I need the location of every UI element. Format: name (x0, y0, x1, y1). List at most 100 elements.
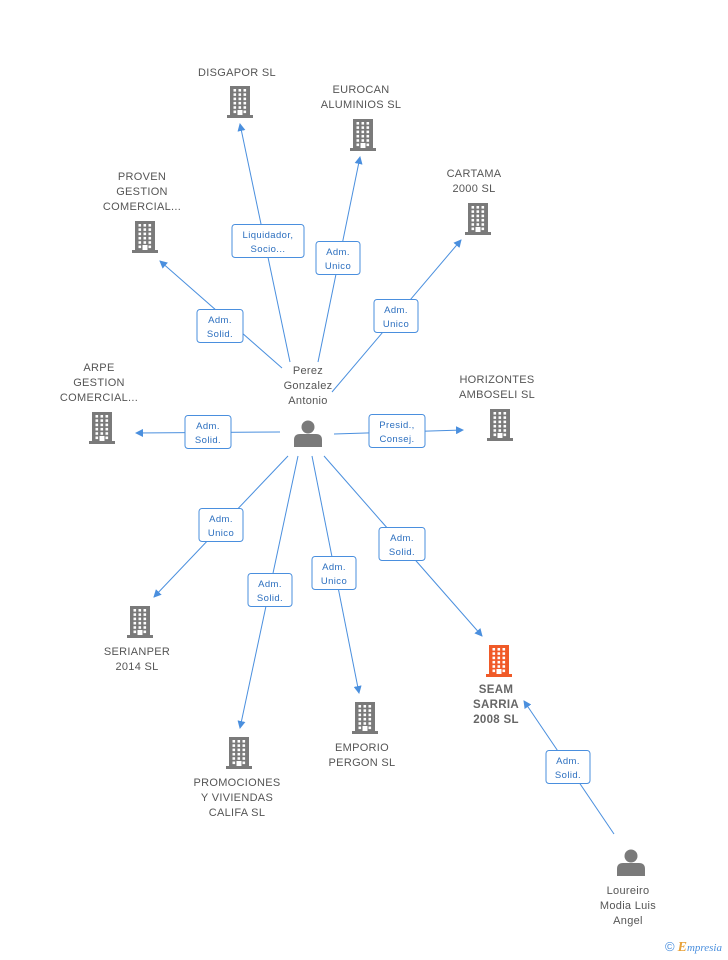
empresia-logo-text: mpresia (686, 942, 722, 954)
role-label: Unico (321, 576, 347, 587)
role-label: Adm. (322, 562, 346, 573)
node-label: AMBOSELI SL (459, 389, 535, 401)
person-icon[interactable] (294, 420, 322, 448)
building-icon[interactable] (227, 86, 253, 118)
role-label: Adm. (390, 533, 414, 544)
node-label: HORIZONTES (459, 374, 534, 386)
node-label: 2008 SL (473, 714, 519, 726)
node-label: PERGON SL (329, 757, 396, 769)
node-label: Perez (293, 365, 323, 377)
role-badge[interactable]: Adm. Solid. (196, 309, 244, 343)
node-label: GESTION (73, 377, 125, 389)
building-icon[interactable] (487, 409, 513, 441)
role-label: Adm. (326, 247, 350, 258)
edge-perez-cartama: Adm. Unico (331, 239, 462, 393)
empresia-watermark[interactable]: ©Empresia (665, 939, 722, 956)
role-label: Adm. (208, 315, 232, 326)
node-label: SERIANPER (104, 646, 170, 658)
role-label: Liquidador, (243, 230, 294, 241)
node-emporio[interactable]: EMPORIO PERGON SL (329, 702, 396, 769)
role-label: Unico (383, 319, 409, 330)
edge-perez-proven: Adm. Solid. (159, 260, 283, 369)
node-label: EMPORIO (335, 742, 389, 754)
node-label: ARPE (83, 362, 114, 374)
role-label: Solid. (555, 770, 581, 781)
node-disgapor[interactable]: DISGAPOR SL (198, 67, 276, 118)
building-icon[interactable] (89, 412, 115, 444)
node-label: EUROCAN (332, 84, 389, 96)
role-label: Adm. (258, 579, 282, 590)
focus-building-icon[interactable] (486, 645, 512, 677)
node-proven[interactable]: PROVEN GESTION COMERCIAL... (103, 171, 181, 253)
node-label: PROMOCIONES (193, 777, 280, 789)
node-label: 2014 SL (115, 661, 158, 673)
role-badge[interactable]: Adm. Solid. (545, 750, 591, 784)
role-badge[interactable]: Adm. Unico (373, 299, 419, 333)
role-label: Solid. (207, 329, 233, 340)
edges-layer: Liquidador,Socio...Adm.UnicoAdm.Solid.Ad… (135, 123, 615, 835)
role-label: Adm. (556, 756, 580, 767)
role-badge[interactable]: Adm. Unico (311, 556, 357, 590)
role-badge[interactable]: Adm. Solid. (378, 527, 426, 561)
role-badge[interactable]: Adm. Unico (315, 241, 361, 275)
node-seam[interactable]: SEAM SARRIA 2008 SL (473, 645, 519, 726)
edge-perez-promociones: Adm. Solid. (237, 455, 299, 729)
node-label: COMERCIAL... (60, 392, 138, 404)
edge-perez-seam: Adm. Solid. (323, 455, 483, 637)
node-label: PROVEN (118, 171, 166, 183)
edge-perez-arpe: Adm. Solid. (135, 415, 281, 449)
role-label: Consej. (379, 434, 414, 445)
building-icon[interactable] (226, 737, 252, 769)
node-label: COMERCIAL... (103, 201, 181, 213)
node-label: DISGAPOR SL (198, 67, 276, 79)
edge-perez-disgapor: Liquidador, Socio... (231, 123, 305, 363)
role-label: Adm. (384, 305, 408, 316)
role-badge[interactable]: Adm. Unico (198, 508, 244, 542)
node-label: Gonzalez (284, 380, 333, 392)
node-serianper[interactable]: SERIANPER 2014 SL (104, 606, 170, 673)
role-badge[interactable]: Adm. Solid. (184, 415, 232, 449)
building-icon[interactable] (350, 119, 376, 151)
role-label: Adm. (196, 421, 220, 432)
building-icon[interactable] (352, 702, 378, 734)
role-badge[interactable]: Liquidador, Socio... (231, 224, 305, 258)
node-label: Antonio (288, 395, 327, 407)
role-label: Solid. (195, 435, 221, 446)
node-horizontes[interactable]: HORIZONTES AMBOSELI SL (459, 374, 535, 441)
role-label: Adm. (209, 514, 233, 525)
node-label: SARRIA (473, 699, 519, 711)
node-arpe[interactable]: ARPE GESTION COMERCIAL... (60, 362, 138, 444)
person-icon[interactable] (617, 849, 645, 877)
role-label: Solid. (257, 593, 283, 604)
edge-perez-horizontes: Presid., Consej. (333, 414, 464, 448)
role-label: Unico (325, 261, 351, 272)
empresia-logo-initial: E (677, 940, 687, 955)
edge-perez-eurocan: Adm. Unico (315, 156, 363, 363)
building-icon[interactable] (465, 203, 491, 235)
node-label: Angel (613, 915, 643, 927)
node-label: Modia Luis (600, 900, 656, 912)
node-label: GESTION (116, 186, 168, 198)
building-icon[interactable] (132, 221, 158, 253)
role-label: Unico (208, 528, 234, 539)
node-label: 2000 SL (452, 183, 495, 195)
role-badge[interactable]: Presid., Consej. (368, 414, 426, 448)
node-label: Loureiro (607, 885, 650, 897)
edge-perez-emporio: Adm. Unico (311, 455, 362, 694)
role-label: Presid., (379, 420, 414, 431)
node-label: CARTAMA (447, 168, 502, 180)
node-cartama[interactable]: CARTAMA 2000 SL (447, 168, 502, 235)
copyright-icon: © (665, 939, 675, 954)
node-label: SEAM (479, 684, 513, 696)
role-label: Socio... (251, 244, 286, 255)
role-label: Solid. (389, 547, 415, 558)
building-icon[interactable] (127, 606, 153, 638)
node-label: Y VIVIENDAS (201, 792, 273, 804)
role-badge[interactable]: Adm. Solid. (247, 573, 293, 607)
